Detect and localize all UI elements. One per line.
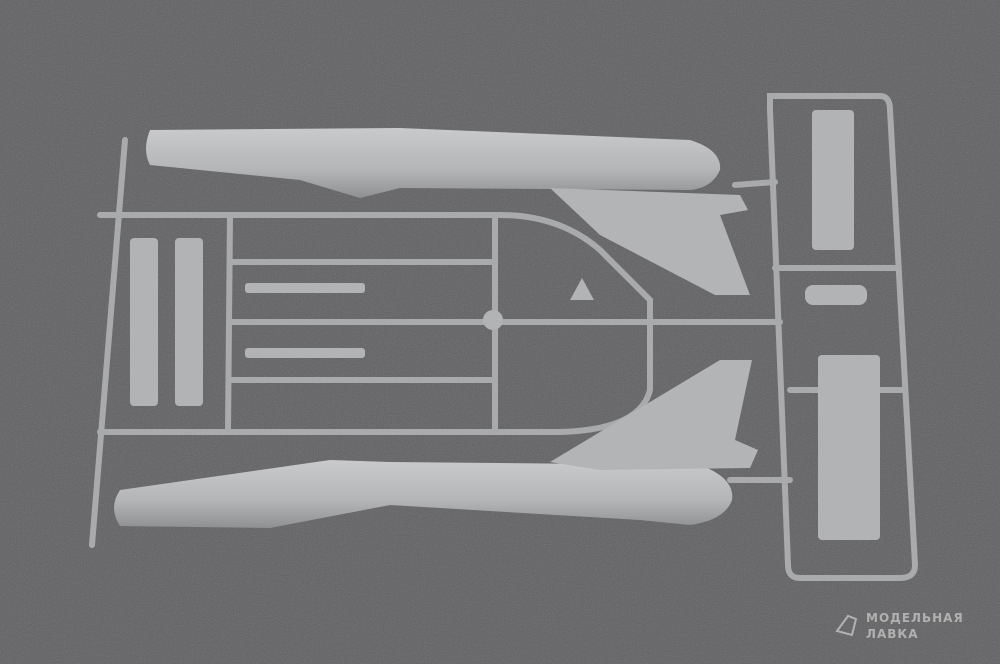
lower-fuselage-half [114,360,758,528]
upper-fuselage-half [146,128,750,295]
watermark-logo-icon [835,614,858,637]
small-parts [130,110,880,540]
watermark-line1: МОДЕЛЬНАЯ [866,611,964,625]
sprue-frame [89,93,919,581]
watermark-line2: ЛАВКА [866,627,919,641]
watermark: МОДЕЛЬНАЯ ЛАВКА [834,610,964,642]
